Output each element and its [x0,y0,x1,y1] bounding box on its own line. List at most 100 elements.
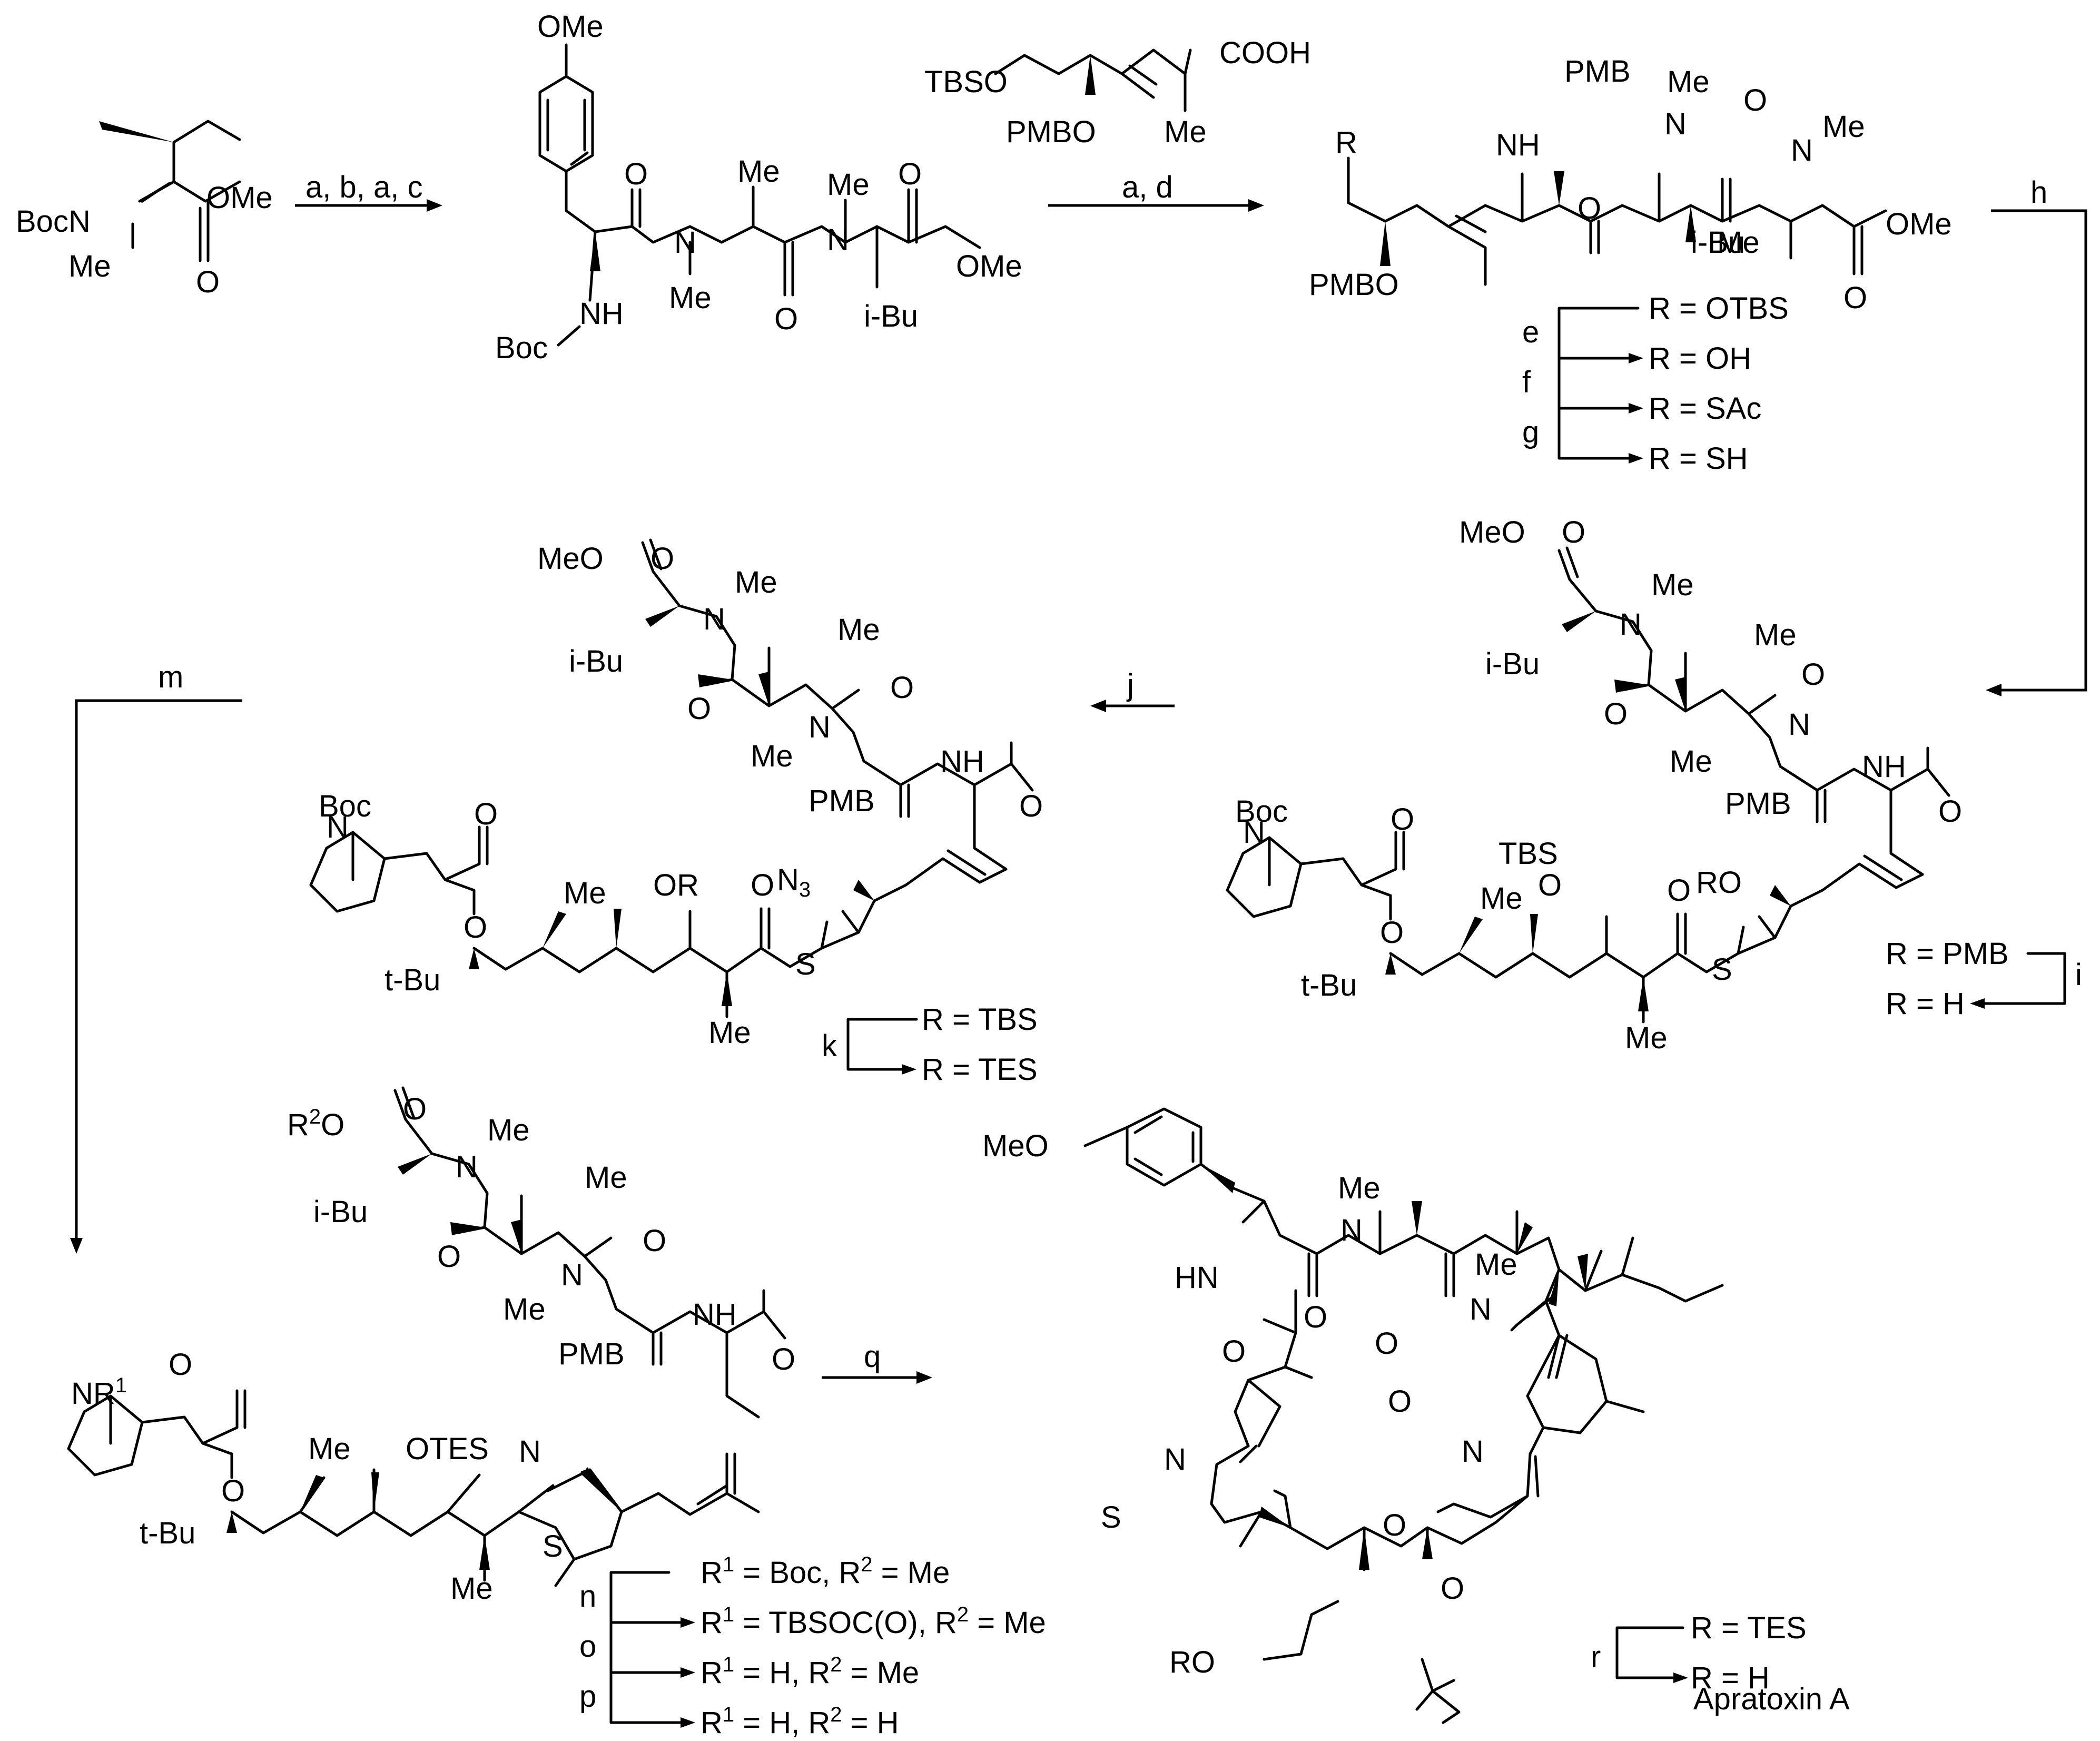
arrow-step-1: a, b, a, c [295,170,442,212]
me-3c: Me [1717,225,1760,260]
ome-top: OMe [537,9,604,44]
me-4a: Me [1651,568,1694,602]
cond-r-sh: R = SH [1649,441,1748,476]
cond-r-h: R = H [1886,987,1965,1021]
me-5b: Me [837,613,880,647]
reagent-abac: a, b, a, c [305,170,422,204]
me-6c: Me [503,1292,546,1326]
cond-final-tes: R = TES [1691,1611,1807,1645]
ro-4: RO [1696,865,1742,900]
me-5e: Me [708,1016,751,1050]
me-label: Me [68,249,111,283]
reagent-q: q [864,1340,881,1374]
cond-n1: R1 = Boc, R2 = Me [701,1553,950,1590]
n-apr-c: N [1462,1434,1484,1469]
s-5: S [795,947,816,981]
compound-2-tetrapeptide: OMe O N Me Me O N Me i-Bu O OMe NH Boc [495,9,1022,365]
compound-4-thioester: MeO O N Me i-Bu Me O N Me O NH PMB O Boc… [1226,515,1962,1055]
tbs-4: TBS [1498,837,1558,871]
o-apr-b: O [1375,1326,1398,1361]
reagent-f: f [1522,365,1531,399]
n-apr-a: N [1340,1213,1363,1247]
nh-5: NH [940,744,984,779]
arrow-step-h: h [1986,175,2087,696]
o-6b: O [437,1240,461,1274]
me-4b: Me [1754,618,1797,652]
reagent-i: i [2075,958,2082,992]
n-6a: N [456,1150,478,1184]
ibu-5: i-Bu [569,644,623,678]
branch-r: r R = TES R = H [1591,1611,1807,1695]
nh-4: NH [1862,750,1906,784]
o-5a: O [650,542,674,576]
branch-i: R = PMB R = H i [1886,937,2082,1021]
o-6e: O [169,1347,192,1382]
r-label: R [1335,125,1357,160]
ibu-6: i-Bu [313,1195,368,1229]
me-4c: Me [1670,744,1712,779]
pmbo-3: PMBO [1309,268,1399,302]
s-apr: S [1101,1500,1121,1535]
s-4: S [1712,952,1732,987]
o-apr-a: O [1304,1300,1327,1334]
ibu-3: i-Bu [1691,225,1745,260]
n-5a: N [703,602,725,636]
nr1-6: NR1 [71,1374,127,1411]
reagent-p: p [579,1679,596,1714]
me-6b: Me [585,1160,627,1195]
reagent-n: n [579,1579,596,1614]
n3-5: N3 [777,863,811,901]
reagent-o: o [579,1629,596,1664]
reagent-e: e [1522,315,1539,349]
pmb-3: PMB [1564,54,1631,88]
me-5d: Me [564,876,606,910]
pmb-6: PMB [558,1337,625,1371]
o-5d: O [1019,789,1043,823]
compound-3-r-series: R PMBO NH PMB O N Me O N Me Me i-Bu O OM… [1309,54,1952,315]
o-5c: O [890,671,914,705]
o-4g: O [1538,868,1562,902]
boc-5: Boc [319,789,371,823]
ome-label: OMe [206,181,273,215]
cond-r-pmb: R = PMB [1886,937,2009,971]
boc-label: Boc [495,331,548,365]
reagent-ad: a, d [1122,170,1173,204]
o-3: O [898,157,922,191]
me-4d: Me [1480,881,1523,916]
o-4b: O [1604,697,1628,731]
cooh-label: COOH [1219,36,1311,70]
meo-5: MeO [537,542,604,576]
n-apr-d: N [1164,1442,1186,1477]
o-4a: O [1562,515,1585,549]
me-3a: Me [1667,65,1710,99]
o-5e: O [474,797,498,831]
me-5a: Me [735,565,777,599]
n-3b: N [1791,133,1813,168]
o-label: O [196,265,220,299]
or-5: OR [653,868,699,902]
branch-k: k R = TBS R = TES [822,1002,1038,1087]
product-name: Apratoxin A [1693,1682,1850,1716]
n-4a: N [1620,607,1642,642]
cond-final-h: R = H [1691,1661,1770,1695]
me-ala: Me [737,154,780,189]
branch-nop: n o p R1 = Boc, R2 = Me R1 = TBSOC(O), R… [579,1553,1046,1740]
me-apr-b: Me [1475,1247,1517,1282]
reagent-g: g [1522,415,1539,449]
cond-n4: R1 = H, R2 = H [701,1703,899,1740]
o-4c: O [1801,657,1825,692]
tbu-6: t-Bu [140,1516,195,1550]
tbso-label: TBSO [924,65,1008,99]
bocn-label: BocN [16,204,91,239]
o-4e: O [1391,802,1414,837]
nh-label: NH [579,297,624,331]
reagent-acid: TBSO COOH PMBO Me [924,36,1311,149]
o-apr-d: O [1388,1384,1412,1419]
reagent-k: k [822,1029,837,1063]
tbu-4: t-Bu [1301,968,1357,1002]
r2o-6: R2O [287,1105,344,1142]
reagent-j: j [1126,668,1134,702]
compound-5-azide: MeO O N Me i-Bu Me O N Me O NH PMB O Boc… [309,538,1043,1050]
arrow-step-q: q [822,1340,932,1384]
o-3b: O [1743,83,1767,117]
